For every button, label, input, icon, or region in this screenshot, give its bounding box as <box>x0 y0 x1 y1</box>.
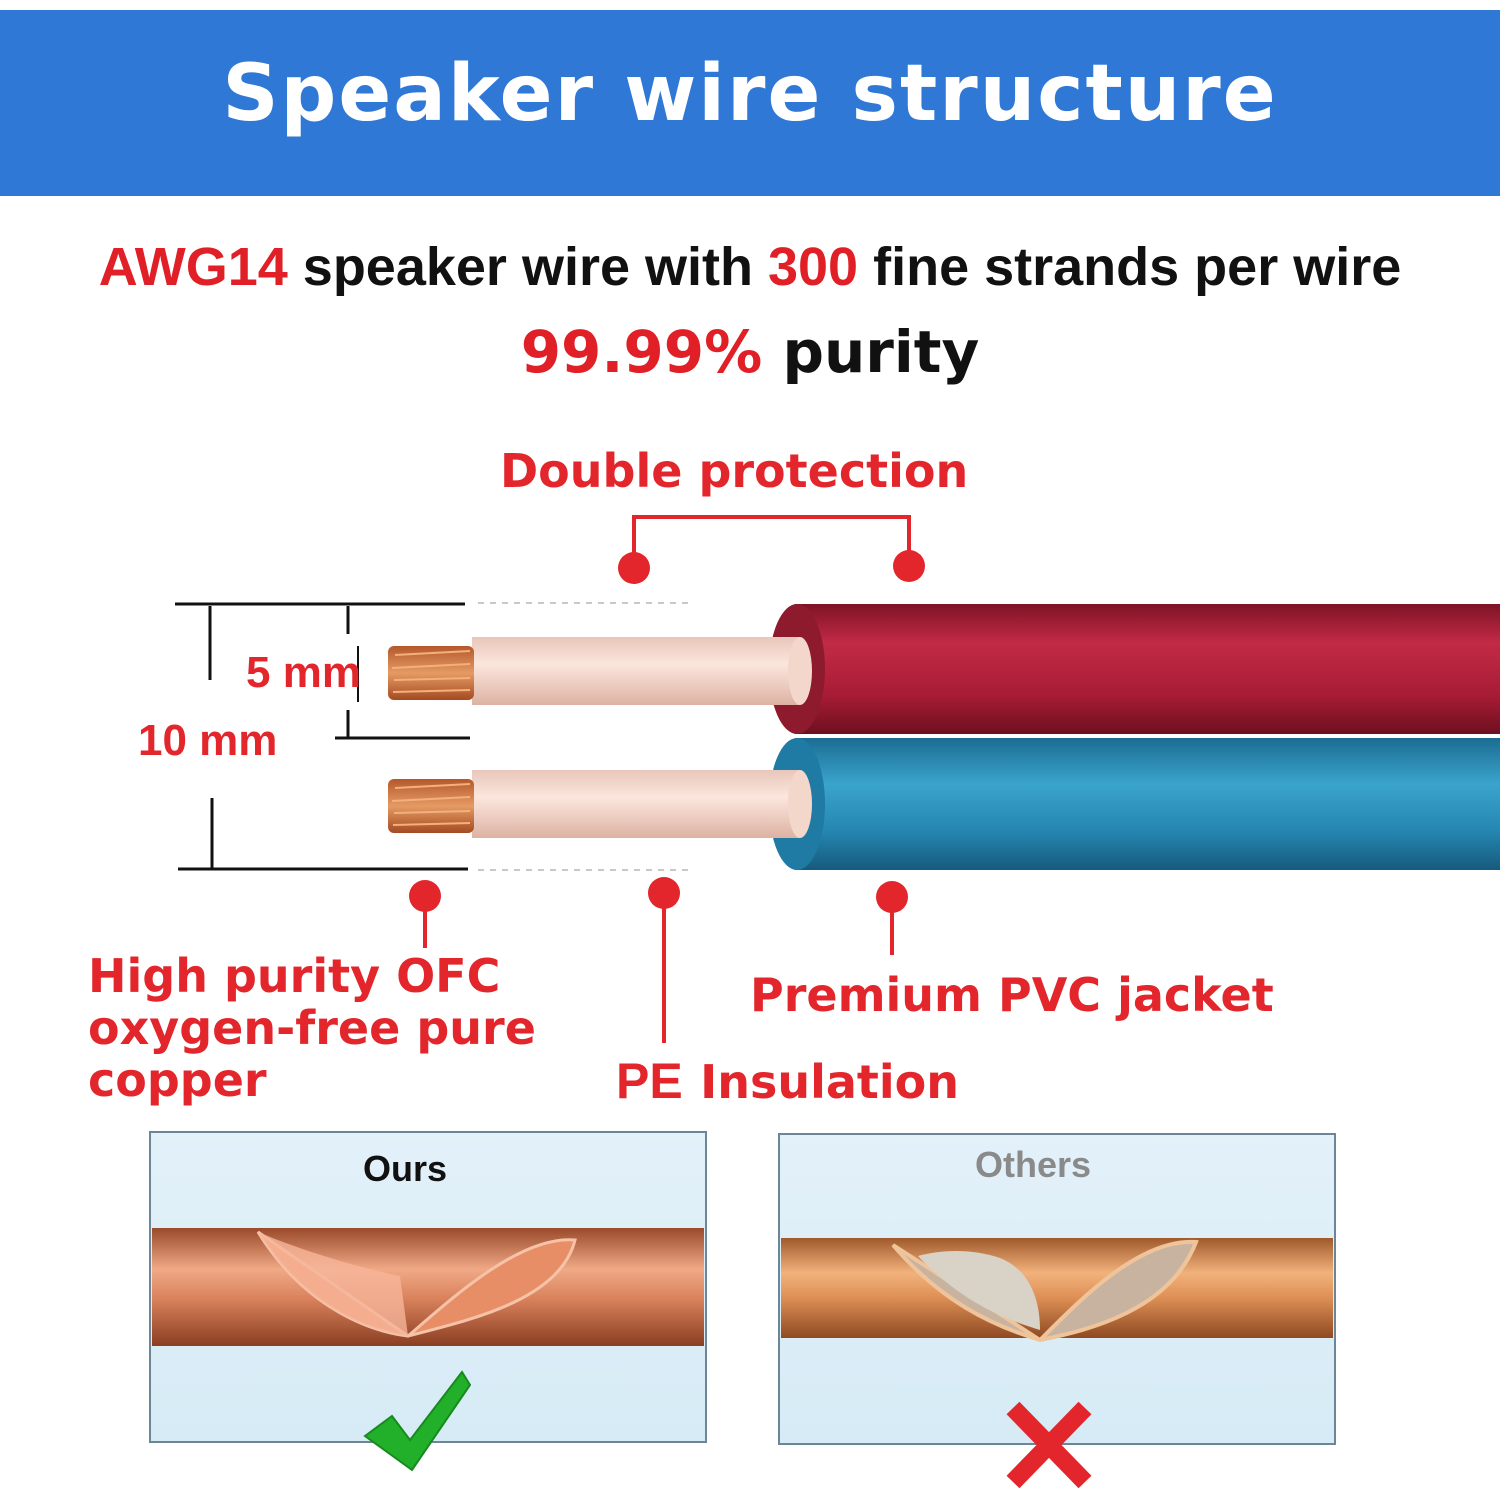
ofc-label: High purity OFC oxygen-free pure copper <box>88 950 536 1106</box>
others-label: Others <box>975 1144 1092 1185</box>
red-jacket <box>769 604 1500 734</box>
pe-pin <box>648 877 680 1043</box>
ofc-label-line2: oxygen-free pure <box>88 1001 536 1055</box>
pe-insulation-bottom <box>472 770 812 838</box>
pvc-pin <box>876 881 908 955</box>
purity-headline: 99.99% purity <box>0 318 1500 386</box>
ours-label: Ours <box>363 1148 448 1189</box>
ofc-label-line1: High purity OFC <box>88 949 501 1003</box>
checkmark-icon <box>363 1370 472 1472</box>
pe-suffix: Insulation <box>700 1055 960 1109</box>
double-protection-label: Double protection <box>500 444 969 498</box>
cross-icon <box>1006 1401 1092 1489</box>
inner-diameter-label: 5 mm <box>246 648 361 697</box>
purity-word: purity <box>762 318 980 386</box>
gauge-value: AWG14 <box>98 237 288 297</box>
pe-insulation-top <box>472 637 812 705</box>
pe-prefix: PE <box>616 1053 683 1109</box>
dimension-lines <box>175 602 470 871</box>
copper-core-top <box>388 646 474 700</box>
callout-dot <box>618 552 650 584</box>
strand-count: 300 <box>767 237 859 297</box>
spec-headline: AWG14 speaker wire with 300 fine strands… <box>0 236 1500 298</box>
double-protection-bracket <box>632 515 911 566</box>
pe-insulation-label: PE Insulation <box>616 1052 959 1110</box>
others-panel <box>778 1133 1336 1445</box>
outer-diameter-label: 10 mm <box>138 716 278 765</box>
ours-panel <box>149 1131 707 1443</box>
blue-jacket <box>769 738 1500 870</box>
page-title: Speaker wire structure <box>222 49 1278 139</box>
purity-value: 99.99% <box>520 318 763 386</box>
ofc-label-line3: copper <box>88 1053 267 1107</box>
headline-text-b: fine strands per wire <box>858 237 1402 297</box>
headline-text-a: speaker wire with <box>287 237 768 297</box>
callout-dot <box>893 550 925 582</box>
pvc-jacket-label: Premium PVC jacket <box>750 968 1274 1022</box>
ofc-pin <box>409 880 441 948</box>
copper-core-bottom <box>388 779 474 833</box>
title-banner: Speaker wire structure <box>0 10 1500 196</box>
